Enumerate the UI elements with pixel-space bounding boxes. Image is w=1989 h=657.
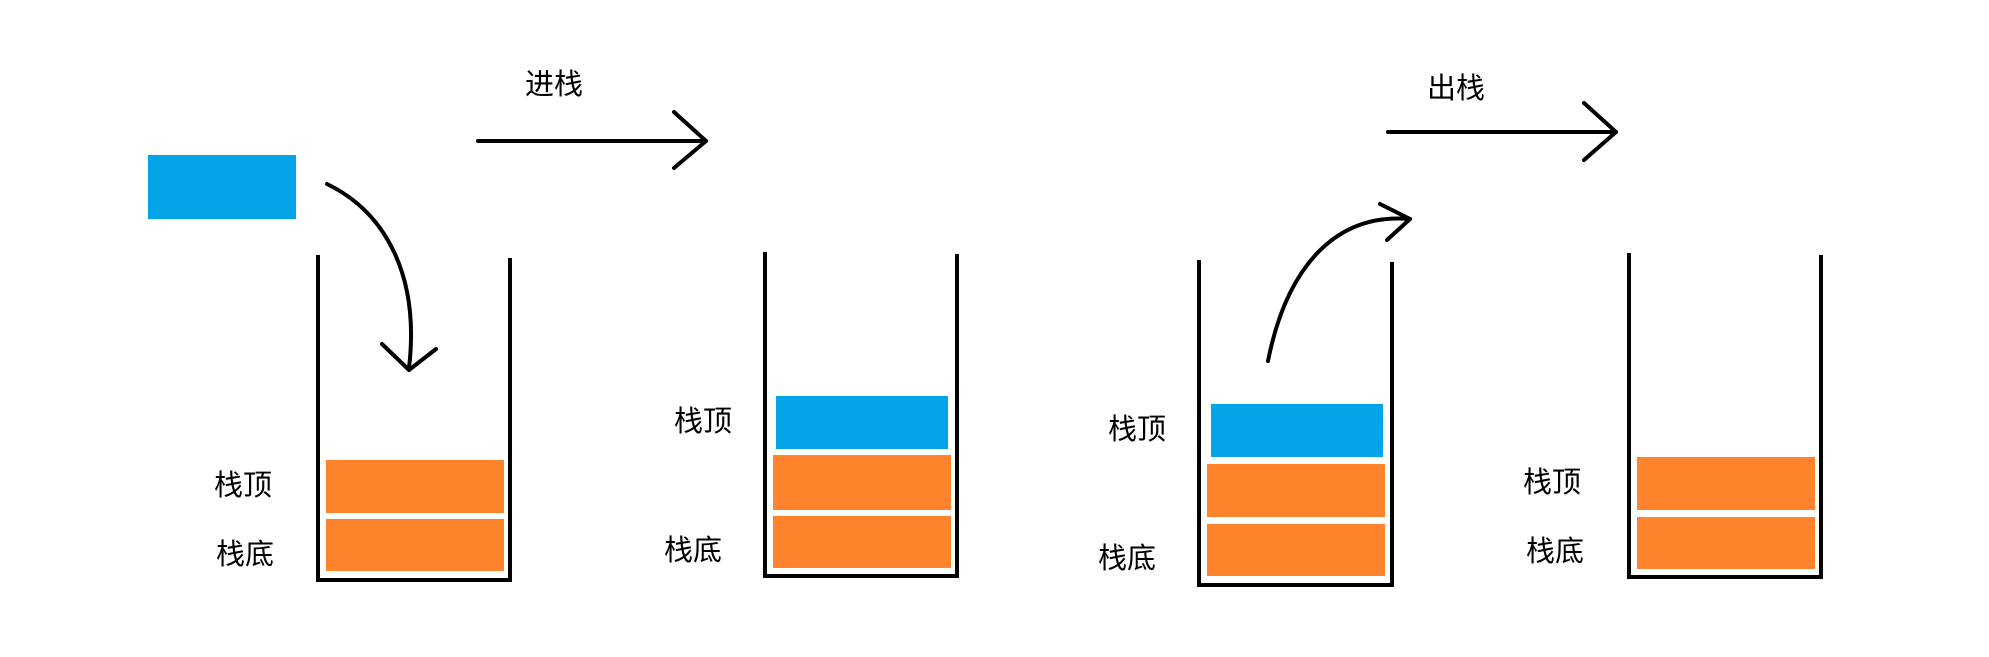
stack-1-element-top bbox=[326, 460, 504, 513]
stack-3-element-middle bbox=[1207, 464, 1385, 517]
stack-4-top-label: 栈顶 bbox=[1523, 465, 1582, 499]
stack-2-element-new-top bbox=[776, 396, 948, 449]
pop-curve-arrowhead bbox=[1378, 202, 1412, 242]
stack-2-element-middle bbox=[773, 455, 951, 510]
push-arrowhead bbox=[672, 110, 708, 170]
stack-4-element-bottom bbox=[1637, 517, 1815, 569]
pop-curve-arrow bbox=[1266, 216, 1412, 363]
stack-2-bottom-label: 栈底 bbox=[664, 533, 723, 567]
stack-container-4 bbox=[1627, 253, 1823, 579]
stack-3-element-top bbox=[1211, 404, 1383, 457]
stack-4-element-top bbox=[1637, 457, 1815, 510]
stack-container-2 bbox=[763, 252, 959, 578]
stack-container-3 bbox=[1197, 260, 1394, 587]
stack-2-element-bottom bbox=[773, 516, 951, 568]
push-curve-arrowhead bbox=[380, 342, 438, 372]
stack-3-top-label: 栈顶 bbox=[1108, 412, 1167, 446]
stack-1-top-label: 栈顶 bbox=[214, 468, 273, 502]
push-label: 进栈 bbox=[525, 67, 584, 101]
stack-1-element-bottom bbox=[326, 519, 504, 571]
stack-2-top-label: 栈顶 bbox=[674, 404, 733, 438]
stack-container-1 bbox=[316, 255, 512, 582]
pop-arrowhead bbox=[1582, 101, 1618, 162]
incoming-element bbox=[148, 155, 296, 219]
push-curve-arrow bbox=[325, 182, 414, 370]
stack-3-bottom-label: 栈底 bbox=[1098, 541, 1157, 575]
pop-label: 出栈 bbox=[1427, 71, 1486, 105]
stack-3-element-bottom bbox=[1207, 524, 1385, 576]
stack-1-bottom-label: 栈底 bbox=[216, 537, 275, 571]
stack-4-bottom-label: 栈底 bbox=[1526, 534, 1585, 568]
